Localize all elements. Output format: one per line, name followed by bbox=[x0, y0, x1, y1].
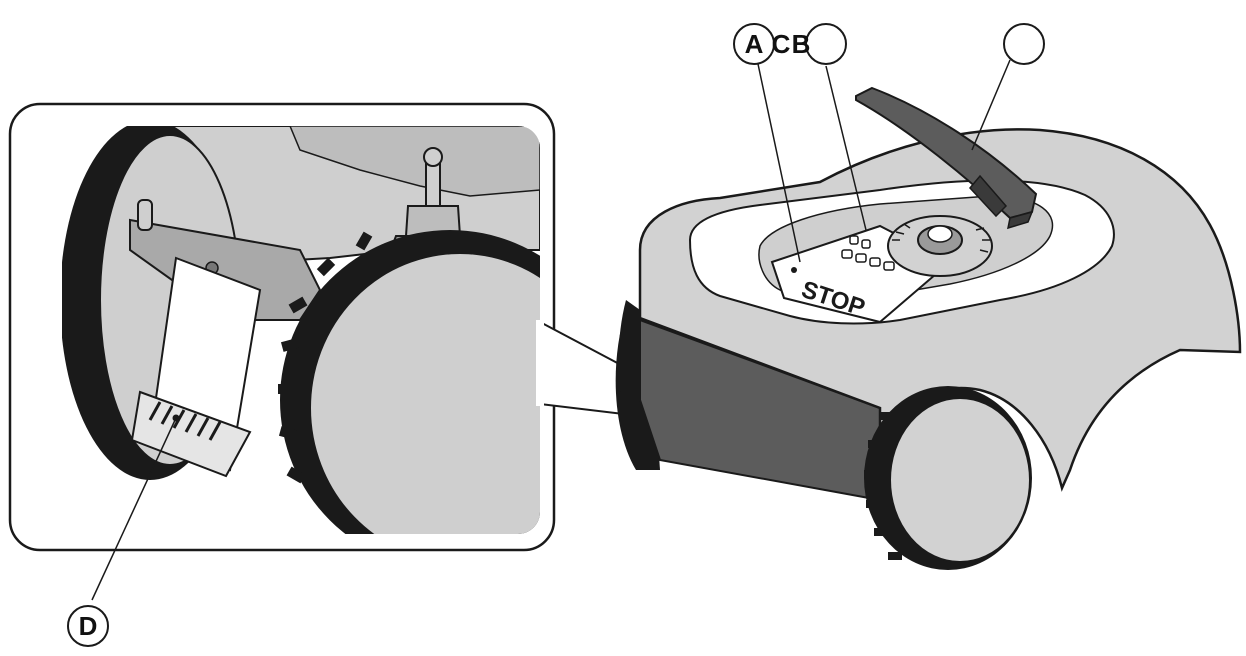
panel-buttons bbox=[841, 235, 895, 271]
callout-lines bbox=[91, 59, 1011, 601]
svg-text:B: B bbox=[792, 29, 811, 59]
rear-wheel bbox=[864, 386, 1032, 570]
svg-text:D: D bbox=[79, 611, 98, 641]
callout-b: B bbox=[792, 23, 1045, 65]
callout-a: A bbox=[733, 23, 775, 65]
zoom-inset bbox=[8, 102, 556, 552]
open-lid bbox=[855, 86, 1038, 230]
leader-d bbox=[91, 417, 177, 601]
charging-contact-plate bbox=[130, 256, 262, 478]
robot-mower: STOP bbox=[615, 86, 1242, 570]
leader-a bbox=[757, 63, 801, 263]
cutting-height-dial bbox=[887, 215, 993, 277]
svg-text:C: C bbox=[772, 29, 791, 59]
svg-text:A: A bbox=[745, 29, 764, 59]
callout-d: D bbox=[67, 605, 109, 647]
leader-b bbox=[971, 59, 1011, 151]
callout-c: C bbox=[772, 23, 847, 65]
right-wheel-zoom bbox=[278, 230, 540, 534]
leader-c bbox=[825, 65, 867, 231]
